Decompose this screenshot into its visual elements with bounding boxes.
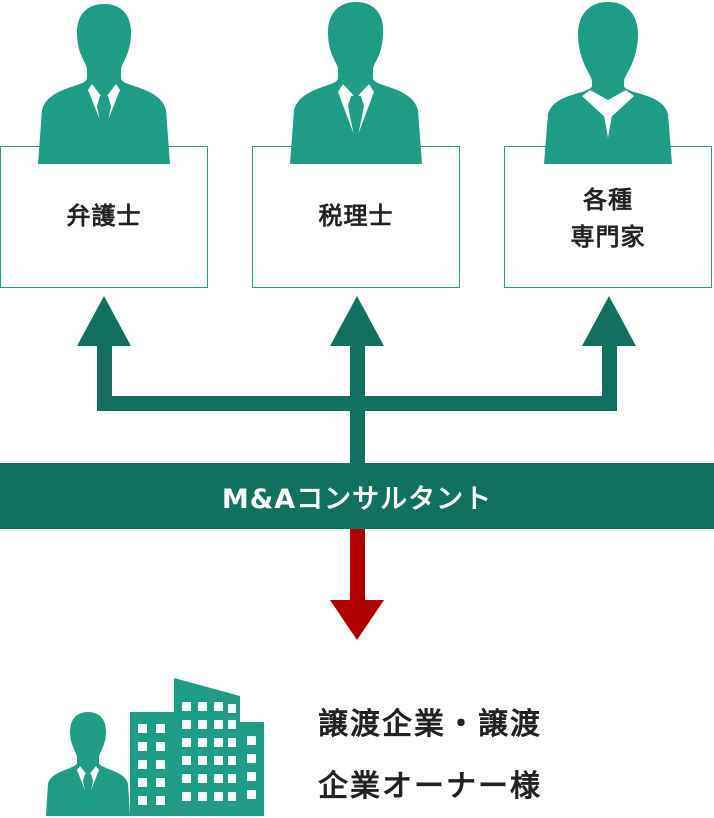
building-right [240, 722, 264, 816]
client-label-line2: 企業オーナー様 [318, 769, 542, 804]
consultant-label: M&Aコンサルタント [221, 483, 493, 515]
client-label-line1: 譲渡企業・譲渡 [318, 707, 542, 742]
role-box-lawyer: 弁護士 [0, 146, 208, 288]
arrow-head-down [330, 600, 384, 640]
role-label-specialist-line1: 各種 [583, 185, 633, 214]
arrow-stem-left [97, 344, 112, 411]
arrow-head-center [330, 296, 384, 346]
consultant-bar: M&Aコンサルタント [0, 463, 714, 529]
arrow-stem-center [350, 344, 365, 466]
role-label-specialist-line2: 専門家 [570, 223, 646, 251]
role-box-tax-accountant: 税理士 [252, 146, 460, 288]
arrow-stem-right [602, 344, 617, 411]
owner-silhouette [46, 712, 130, 816]
arrow-head-left [77, 296, 131, 346]
female-specialist-silhouette-icon [544, 2, 672, 164]
role-label-tax-accountant: 税理士 [318, 202, 394, 231]
building-left [130, 712, 174, 816]
role-box-specialist: 各種 専門家 [504, 146, 712, 288]
arrow-stem-down [350, 526, 365, 602]
client-label: 譲渡企業・譲渡 企業オーナー様 [318, 694, 542, 818]
male-tax-accountant-silhouette-icon [290, 2, 422, 164]
role-label-lawyer: 弁護士 [66, 202, 142, 231]
building-owner-icon [46, 678, 264, 816]
arrow-head-right [582, 296, 636, 346]
male-lawyer-silhouette-icon [38, 4, 170, 164]
building-windows [138, 702, 256, 805]
